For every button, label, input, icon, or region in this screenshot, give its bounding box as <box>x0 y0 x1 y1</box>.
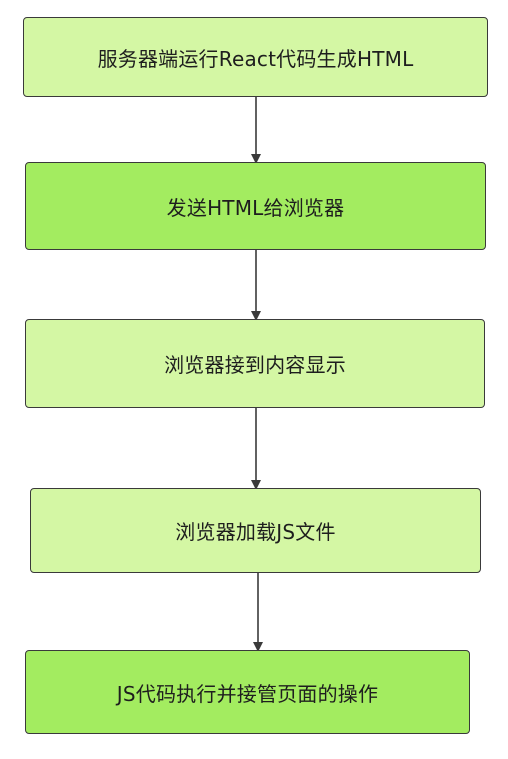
step-box-js-takes-over: JS代码执行并接管页面的操作 <box>25 650 470 734</box>
step-label: 浏览器加载JS文件 <box>175 520 336 544</box>
step-box-load-js: 浏览器加载JS文件 <box>30 488 481 573</box>
step-box-send-html: 发送HTML给浏览器 <box>25 162 486 250</box>
step-label: 服务器端运行React代码生成HTML <box>97 46 414 71</box>
step-label: 发送HTML给浏览器 <box>166 195 345 220</box>
step-label: JS代码执行并接管页面的操作 <box>116 681 379 706</box>
step-label: 浏览器接到内容显示 <box>164 353 346 377</box>
step-box-browser-displays: 浏览器接到内容显示 <box>25 319 485 408</box>
step-box-render-on-server: 服务器端运行React代码生成HTML <box>23 17 488 97</box>
